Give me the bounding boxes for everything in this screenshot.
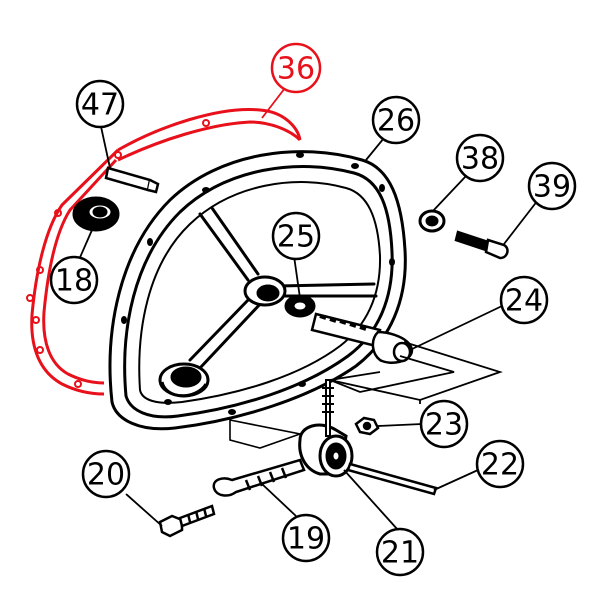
callout-18-label: 18 (55, 264, 93, 299)
callout-18: 18 (49, 255, 99, 305)
callout-39-label: 39 (533, 170, 571, 205)
leader-36 (261, 87, 286, 119)
leader-20 (125, 493, 163, 527)
callout-38: 38 (455, 133, 505, 183)
callout-39: 39 (527, 161, 577, 211)
callout-20: 20 (81, 449, 131, 499)
callout-21-label: 21 (381, 536, 419, 571)
leader-19 (261, 483, 297, 517)
callout-47-label: 47 (81, 88, 119, 123)
cover-plate-bolt-holes (121, 152, 395, 415)
callout-22: 22 (475, 439, 525, 489)
callout-24: 24 (499, 275, 549, 325)
washer-part-38 (418, 209, 446, 233)
bushing-part-25 (284, 294, 316, 318)
callout-25-label: 25 (277, 220, 315, 255)
nut-part-23 (354, 416, 380, 436)
callout-36: 36 (270, 42, 322, 94)
gasket-bolt-holes (26, 119, 210, 388)
callout-47: 47 (75, 79, 125, 129)
leader-24 (409, 305, 503, 351)
callout-19-label: 19 (287, 522, 325, 557)
pin-part-47 (104, 166, 160, 194)
hub (243, 275, 287, 307)
clamp-part-21 (298, 423, 354, 478)
phantom-bracket (329, 341, 503, 404)
callout-38-label: 38 (461, 142, 499, 177)
callout-25: 25 (271, 211, 321, 261)
leader-39 (503, 199, 539, 245)
leader-23 (377, 423, 423, 427)
leader-26 (365, 137, 385, 161)
leader-21 (343, 469, 399, 531)
cover-plate-part-26 (108, 150, 407, 431)
callout-20-label: 20 (87, 458, 125, 493)
leader-38 (431, 175, 467, 213)
leader-22 (433, 469, 479, 491)
callout-23: 23 (419, 399, 469, 449)
internal-frame (188, 206, 378, 370)
callout-26-label: 26 (377, 104, 415, 139)
callout-19: 19 (281, 513, 331, 563)
bolt-part-20 (158, 504, 216, 538)
callout-group: 36 47 26 38 39 25 18 24 (49, 42, 577, 577)
seal-part-18 (72, 196, 120, 232)
sub-bracket (229, 419, 304, 449)
callout-23-label: 23 (425, 408, 463, 443)
leader-25 (293, 255, 301, 299)
lever-part-19 (212, 458, 306, 497)
callout-24-label: 24 (505, 284, 543, 319)
callout-22-label: 22 (481, 448, 519, 483)
threaded-stud (322, 379, 334, 437)
lower-boss (158, 362, 210, 398)
leader-47 (99, 121, 111, 169)
callout-36-label: 36 (277, 52, 315, 87)
leader-lines (77, 87, 539, 531)
gasket-part-36 (30, 107, 302, 396)
rod-part-22 (346, 462, 438, 496)
bolt-part-39 (454, 230, 509, 260)
callout-26: 26 (371, 95, 421, 145)
callout-21: 21 (375, 527, 425, 577)
shaft-part-24 (310, 312, 414, 364)
